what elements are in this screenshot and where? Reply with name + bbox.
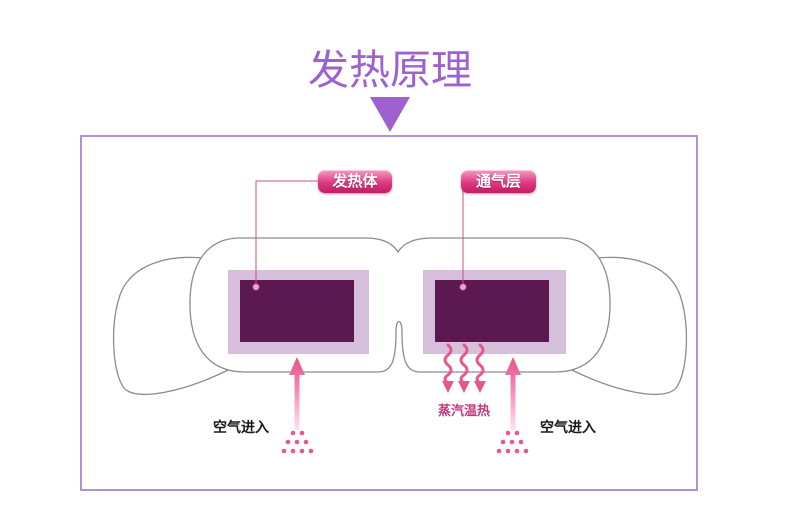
air-particle-dot: [518, 439, 524, 445]
left-pad-heating-core: [240, 280, 354, 342]
air-particle-dot: [514, 448, 520, 454]
air-particle-dot: [308, 448, 314, 454]
air-in-left-arrow-icon: [289, 357, 305, 430]
air-in-right-label: 空气进入: [540, 420, 596, 436]
steam-arrow-icon: [442, 343, 454, 393]
heating-body-tag: 发热体: [318, 170, 392, 193]
air-particle-dot: [299, 448, 305, 454]
air-particle-dot: [303, 439, 309, 445]
air-particle-dot: [285, 439, 291, 445]
diagram-title: 发热原理: [308, 46, 472, 94]
air-particle-dot: [281, 448, 287, 454]
air-particle-dot: [496, 448, 502, 454]
air-particle-dot: [294, 439, 300, 445]
steam-arrow-icon: [474, 343, 486, 393]
heating-body-anchor-dot: [252, 283, 260, 291]
air-particle-dot: [505, 430, 511, 436]
air-particles-right: [496, 430, 529, 454]
air-particle-dot: [290, 448, 296, 454]
vent-layer-tag: 通气层: [461, 170, 536, 193]
air-particle-dot: [514, 430, 520, 436]
air-particle-dot: [299, 430, 305, 436]
heating-body-connector: [255, 180, 318, 287]
air-in-right-arrow-icon: [505, 357, 521, 430]
steam-warmth-label: 蒸汽温热: [438, 404, 491, 419]
vent-layer-anchor-dot: [459, 283, 467, 291]
air-particle-dot: [290, 430, 296, 436]
air-particle-dot: [505, 448, 511, 454]
air-particle-dot: [509, 439, 515, 445]
diagram-frame: [80, 135, 698, 491]
vent-layer-label: 通气层: [475, 172, 521, 190]
air-particle-dot: [500, 439, 506, 445]
heating-body-label: 发热体: [332, 172, 378, 190]
triangle-down-icon: [370, 97, 410, 132]
air-in-left-label: 空气进入: [213, 420, 269, 436]
right-pad-heating-core: [435, 280, 549, 342]
air-particle-dot: [523, 448, 529, 454]
steam-arrow-icon: [458, 343, 470, 393]
air-particles-left: [281, 430, 314, 454]
